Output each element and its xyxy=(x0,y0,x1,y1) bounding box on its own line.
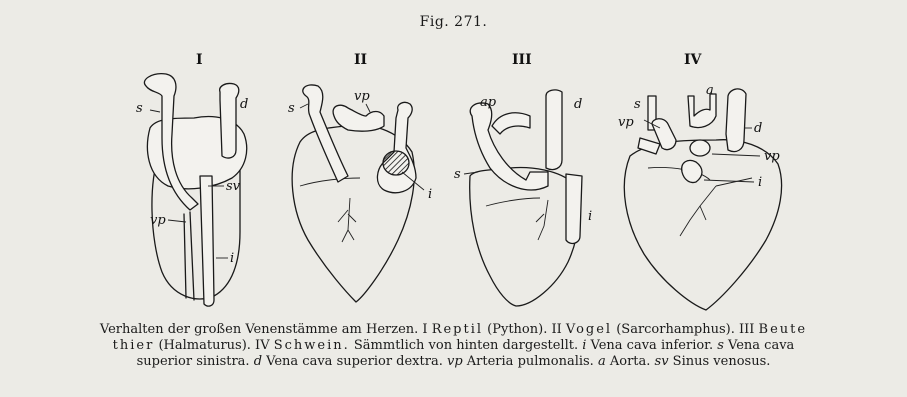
panel-2-label-vp: vp xyxy=(354,89,370,104)
caption-text: Sinus venosus. xyxy=(669,354,771,369)
heart-figures: I s d sv vp i II s vp xyxy=(0,0,907,320)
caption-key-s: s xyxy=(717,338,724,353)
caption-key-sv: sv xyxy=(655,354,669,369)
panel-3-vena-cava-inferior xyxy=(566,174,582,243)
caption-text: Arteria pulmonalis. xyxy=(463,354,598,369)
panel-4-aorta xyxy=(688,94,716,128)
panel-1-label-d: d xyxy=(240,97,248,112)
caption-beute: Beute xyxy=(759,322,808,337)
caption-text: (Python). II xyxy=(483,322,566,337)
panel-2-label-s: s xyxy=(288,101,295,116)
panel-4-vp-opening xyxy=(690,140,710,156)
caption-text: Verhalten der großen Venenstämme am Herz… xyxy=(100,322,432,337)
caption-key-vp: vp xyxy=(447,354,463,369)
panel-3-marsupial: III ap d s i xyxy=(454,52,592,306)
panel-4-label-vp-left: vp xyxy=(618,115,634,130)
panel-2-label-i: i xyxy=(428,187,432,202)
panel-1-label-s: s xyxy=(136,101,143,116)
panel-4-pig: IV a s vp d vp i xyxy=(618,52,782,310)
panel-1-label-vp: vp xyxy=(150,213,166,228)
panel-4-label-a: a xyxy=(706,83,714,98)
caption-text: (Halmaturus). IV xyxy=(154,338,273,353)
panel-4-numeral: IV xyxy=(684,52,703,68)
figure-caption: Verhalten der großen Venenstämme am Herz… xyxy=(12,322,895,370)
caption-key-d: d xyxy=(254,354,262,369)
caption-vogel: Vogel xyxy=(566,322,612,337)
caption-schwein: Schwein. xyxy=(274,338,350,353)
caption-text: Vena cava inferior. xyxy=(586,338,717,353)
panel-4-label-i: i xyxy=(758,175,762,190)
panel-2-arteria-pulmonalis xyxy=(333,105,384,131)
panel-3-arteria-pulmonalis xyxy=(492,113,530,134)
panel-1-vena-cava-inferior xyxy=(200,176,214,306)
panel-1-vena-cava-superior-dextra xyxy=(220,83,239,158)
caption-text: Vena cava superior dextra. xyxy=(262,354,447,369)
caption-text: (Sarcorhamphus). III xyxy=(612,322,758,337)
panel-3-label-d: d xyxy=(574,97,582,112)
caption-text: superior sinistra. xyxy=(137,354,254,369)
panel-4-vena-cava-superior-dextra xyxy=(726,89,746,152)
panel-3-coronary-line xyxy=(486,198,548,240)
caption-text: Vena cava xyxy=(724,338,794,353)
panel-4-label-vp-right: vp xyxy=(764,149,780,164)
caption-text: Aorta. xyxy=(606,354,655,369)
panel-4-arteria-pulmonalis-branch xyxy=(638,138,660,154)
panel-2-bird: II s vp i xyxy=(288,52,432,302)
panel-4-label-s: s xyxy=(634,97,641,112)
panel-3-vena-cava-superior-dextra xyxy=(546,90,562,170)
panel-1-numeral: I xyxy=(196,52,203,68)
panel-4-vena-cava-inferior xyxy=(682,160,702,182)
panel-2-numeral: II xyxy=(354,52,367,68)
caption-key-a: a xyxy=(598,354,606,369)
panel-1-arteria-pulmonalis xyxy=(184,212,194,300)
panel-3-label-i: i xyxy=(588,209,592,224)
panel-1-label-i: i xyxy=(230,251,234,266)
panel-4-label-d: d xyxy=(754,121,762,136)
panel-2-coronary-line xyxy=(300,178,360,242)
panel-1-label-sv: sv xyxy=(226,179,241,194)
caption-thier: thier xyxy=(113,338,155,353)
caption-reptil: Reptil xyxy=(432,322,483,337)
panel-3-label-s: s xyxy=(454,167,461,182)
panel-2-vena-cava-inferior-section xyxy=(383,151,409,175)
panel-1-reptile: I s d sv vp i xyxy=(136,52,248,306)
caption-text: Sämmtlich von hinten dargestellt. xyxy=(350,338,582,353)
panel-4-heart-outline xyxy=(624,140,781,310)
panel-3-numeral: III xyxy=(512,52,532,68)
panel-3-label-ap: ap xyxy=(480,95,497,110)
